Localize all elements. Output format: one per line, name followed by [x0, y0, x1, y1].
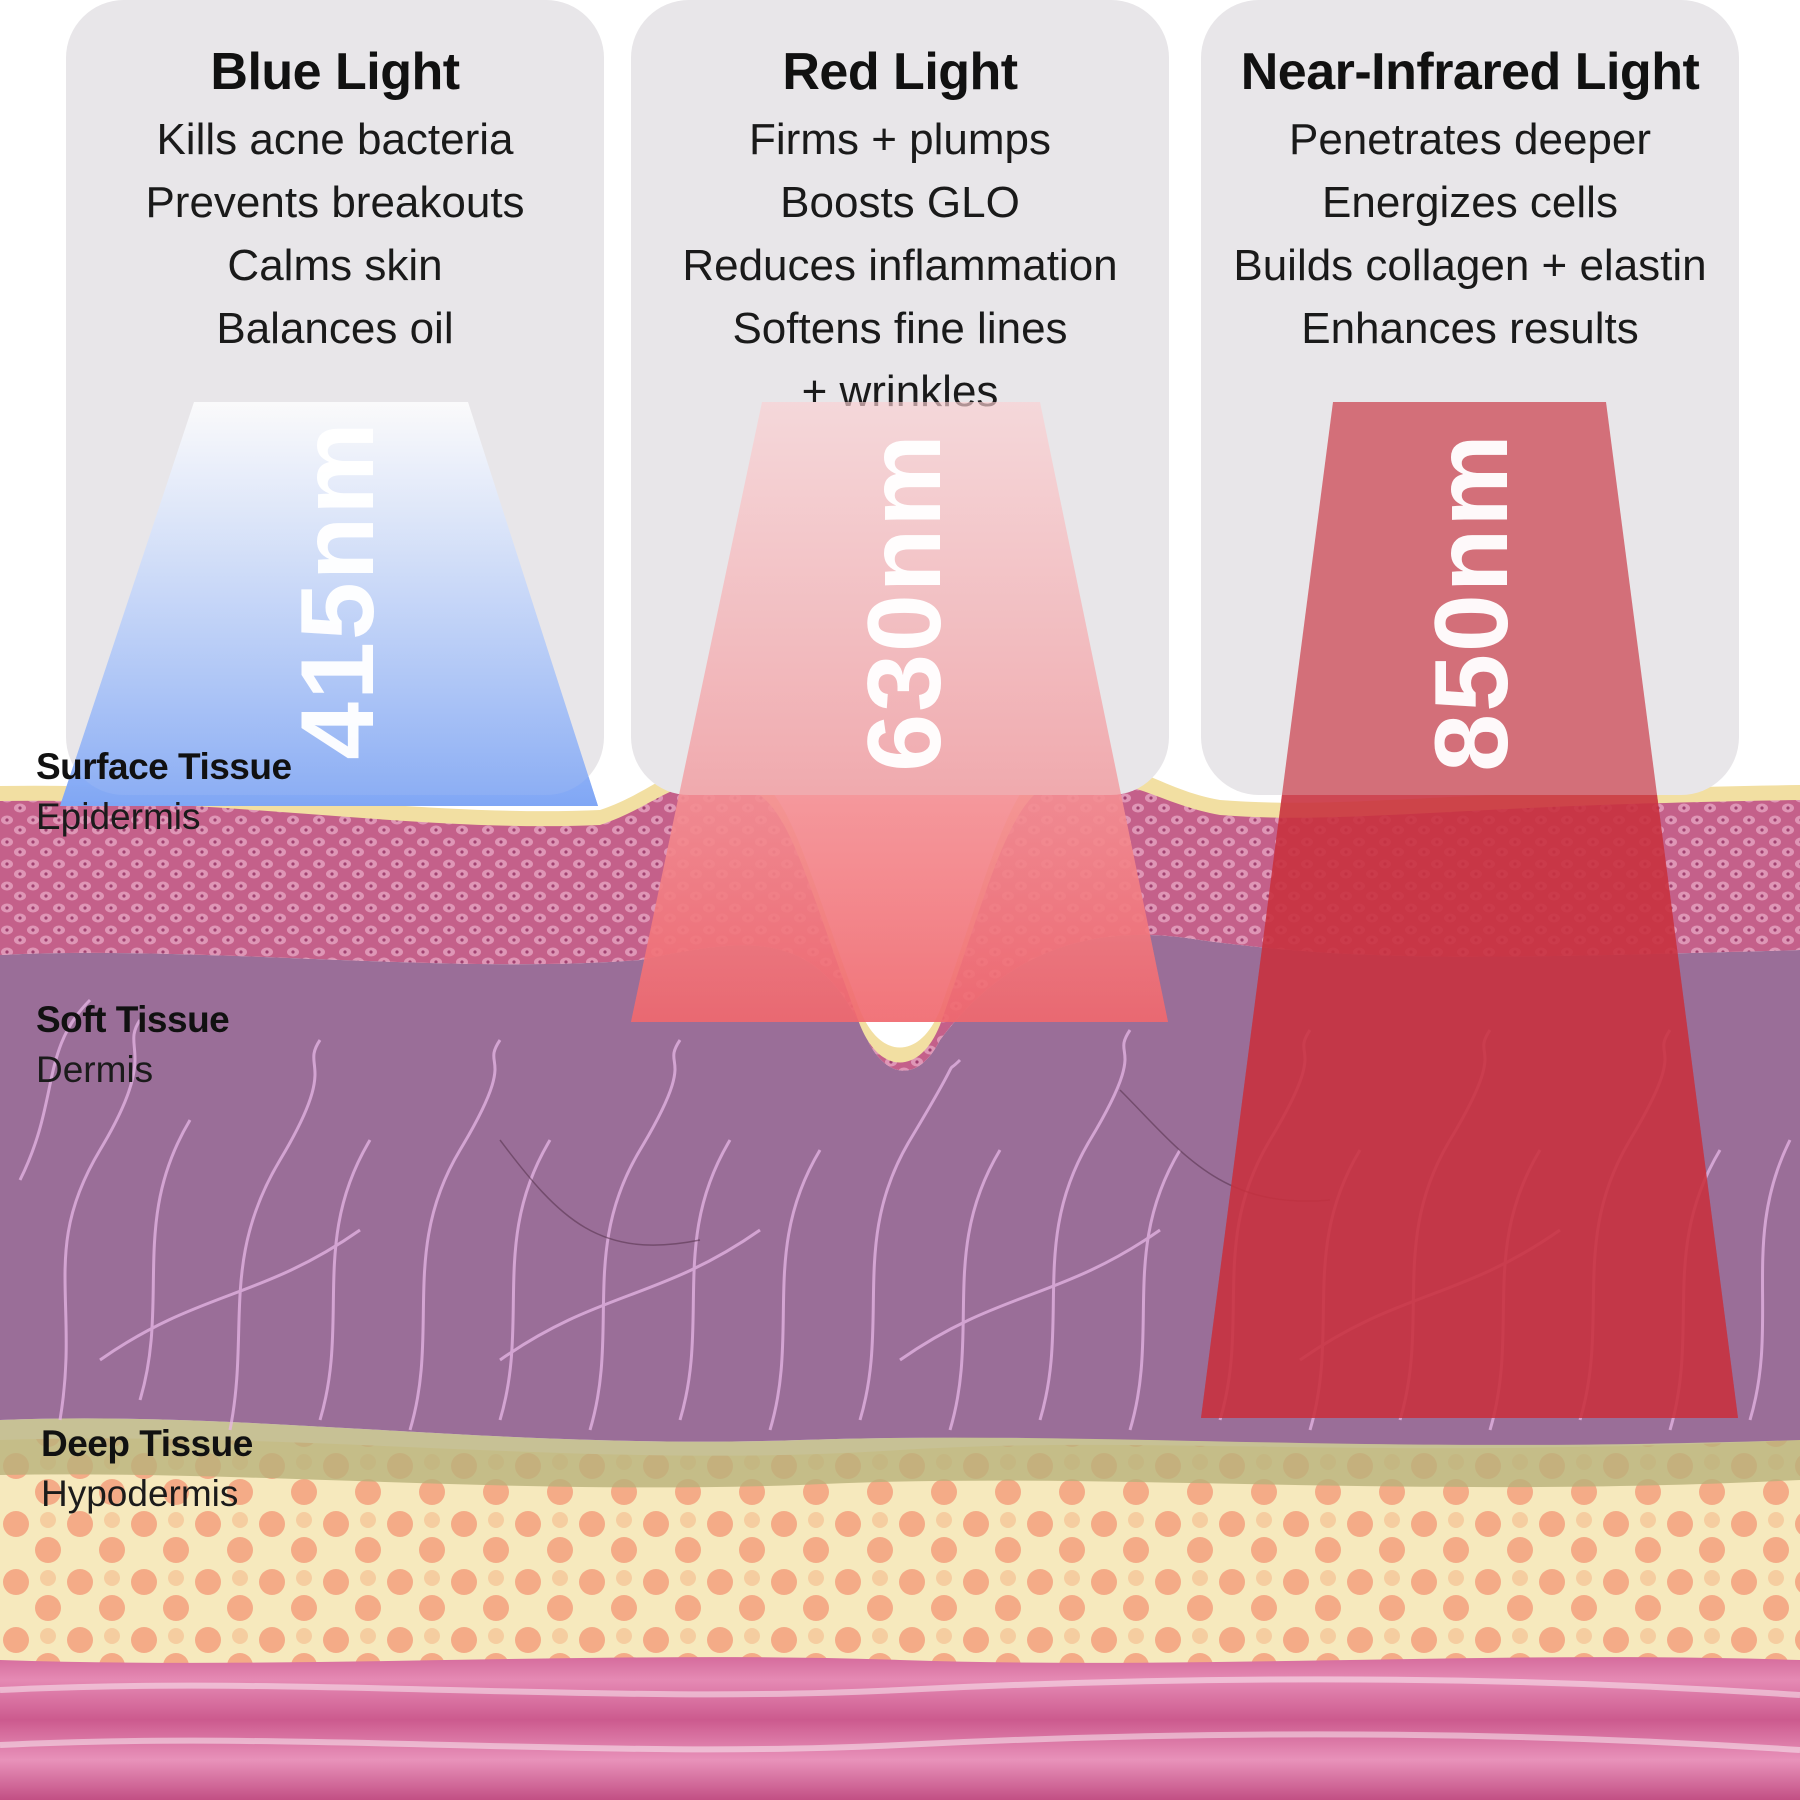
nir-light-title: Near-Infrared Light [1240, 43, 1700, 101]
nir-light-benefits: Penetrates deeper Energizes cells Builds… [1161, 108, 1779, 360]
tissue-layer: Epidermis [36, 796, 201, 837]
surface-tissue-label: Surface Tissue Epidermis [36, 745, 292, 845]
nir-wavelength-label: 850nm [1414, 432, 1530, 772]
soft-tissue-label: Soft Tissue Dermis [36, 998, 230, 1098]
benefit-item: Softens fine lines [732, 304, 1068, 353]
benefit-item: Calms skin [227, 241, 443, 290]
benefit-item: Prevents breakouts [145, 178, 525, 227]
blue-light-benefits: Kills acne bacteria Prevents breakouts C… [26, 108, 644, 360]
benefit-item: Penetrates deeper [1288, 115, 1652, 164]
blue-light-title: Blue Light [210, 43, 460, 101]
red-light-title: Red Light [782, 43, 1018, 101]
benefit-item: Builds collagen + elastin [1233, 241, 1707, 290]
benefit-item: + wrinkles [801, 367, 999, 416]
benefit-item: Firms + plumps [749, 115, 1051, 164]
benefit-item: Enhances results [1301, 304, 1639, 353]
blue-wavelength-label: 415nm [280, 420, 396, 760]
deep-tissue-label: Deep Tissue Hypodermis [41, 1422, 253, 1522]
hypodermis-layer [0, 1438, 1800, 1663]
benefit-item: Kills acne bacteria [156, 115, 514, 164]
benefit-item: Boosts GLO [780, 178, 1020, 227]
tissue-name: Surface Tissue [36, 746, 292, 787]
muscle-layer [0, 1640, 1800, 1800]
benefit-item: Reduces inflammation [682, 241, 1118, 290]
red-wavelength-label: 630nm [847, 432, 963, 772]
red-light-benefits: Firms + plumps Boosts GLO Reduces inflam… [591, 108, 1209, 423]
benefit-item: Energizes cells [1322, 178, 1618, 227]
tissue-layer: Hypodermis [41, 1473, 239, 1514]
tissue-layer: Dermis [36, 1049, 154, 1090]
benefit-item: Balances oil [216, 304, 454, 353]
tissue-name: Soft Tissue [36, 999, 230, 1040]
tissue-name: Deep Tissue [41, 1423, 253, 1464]
